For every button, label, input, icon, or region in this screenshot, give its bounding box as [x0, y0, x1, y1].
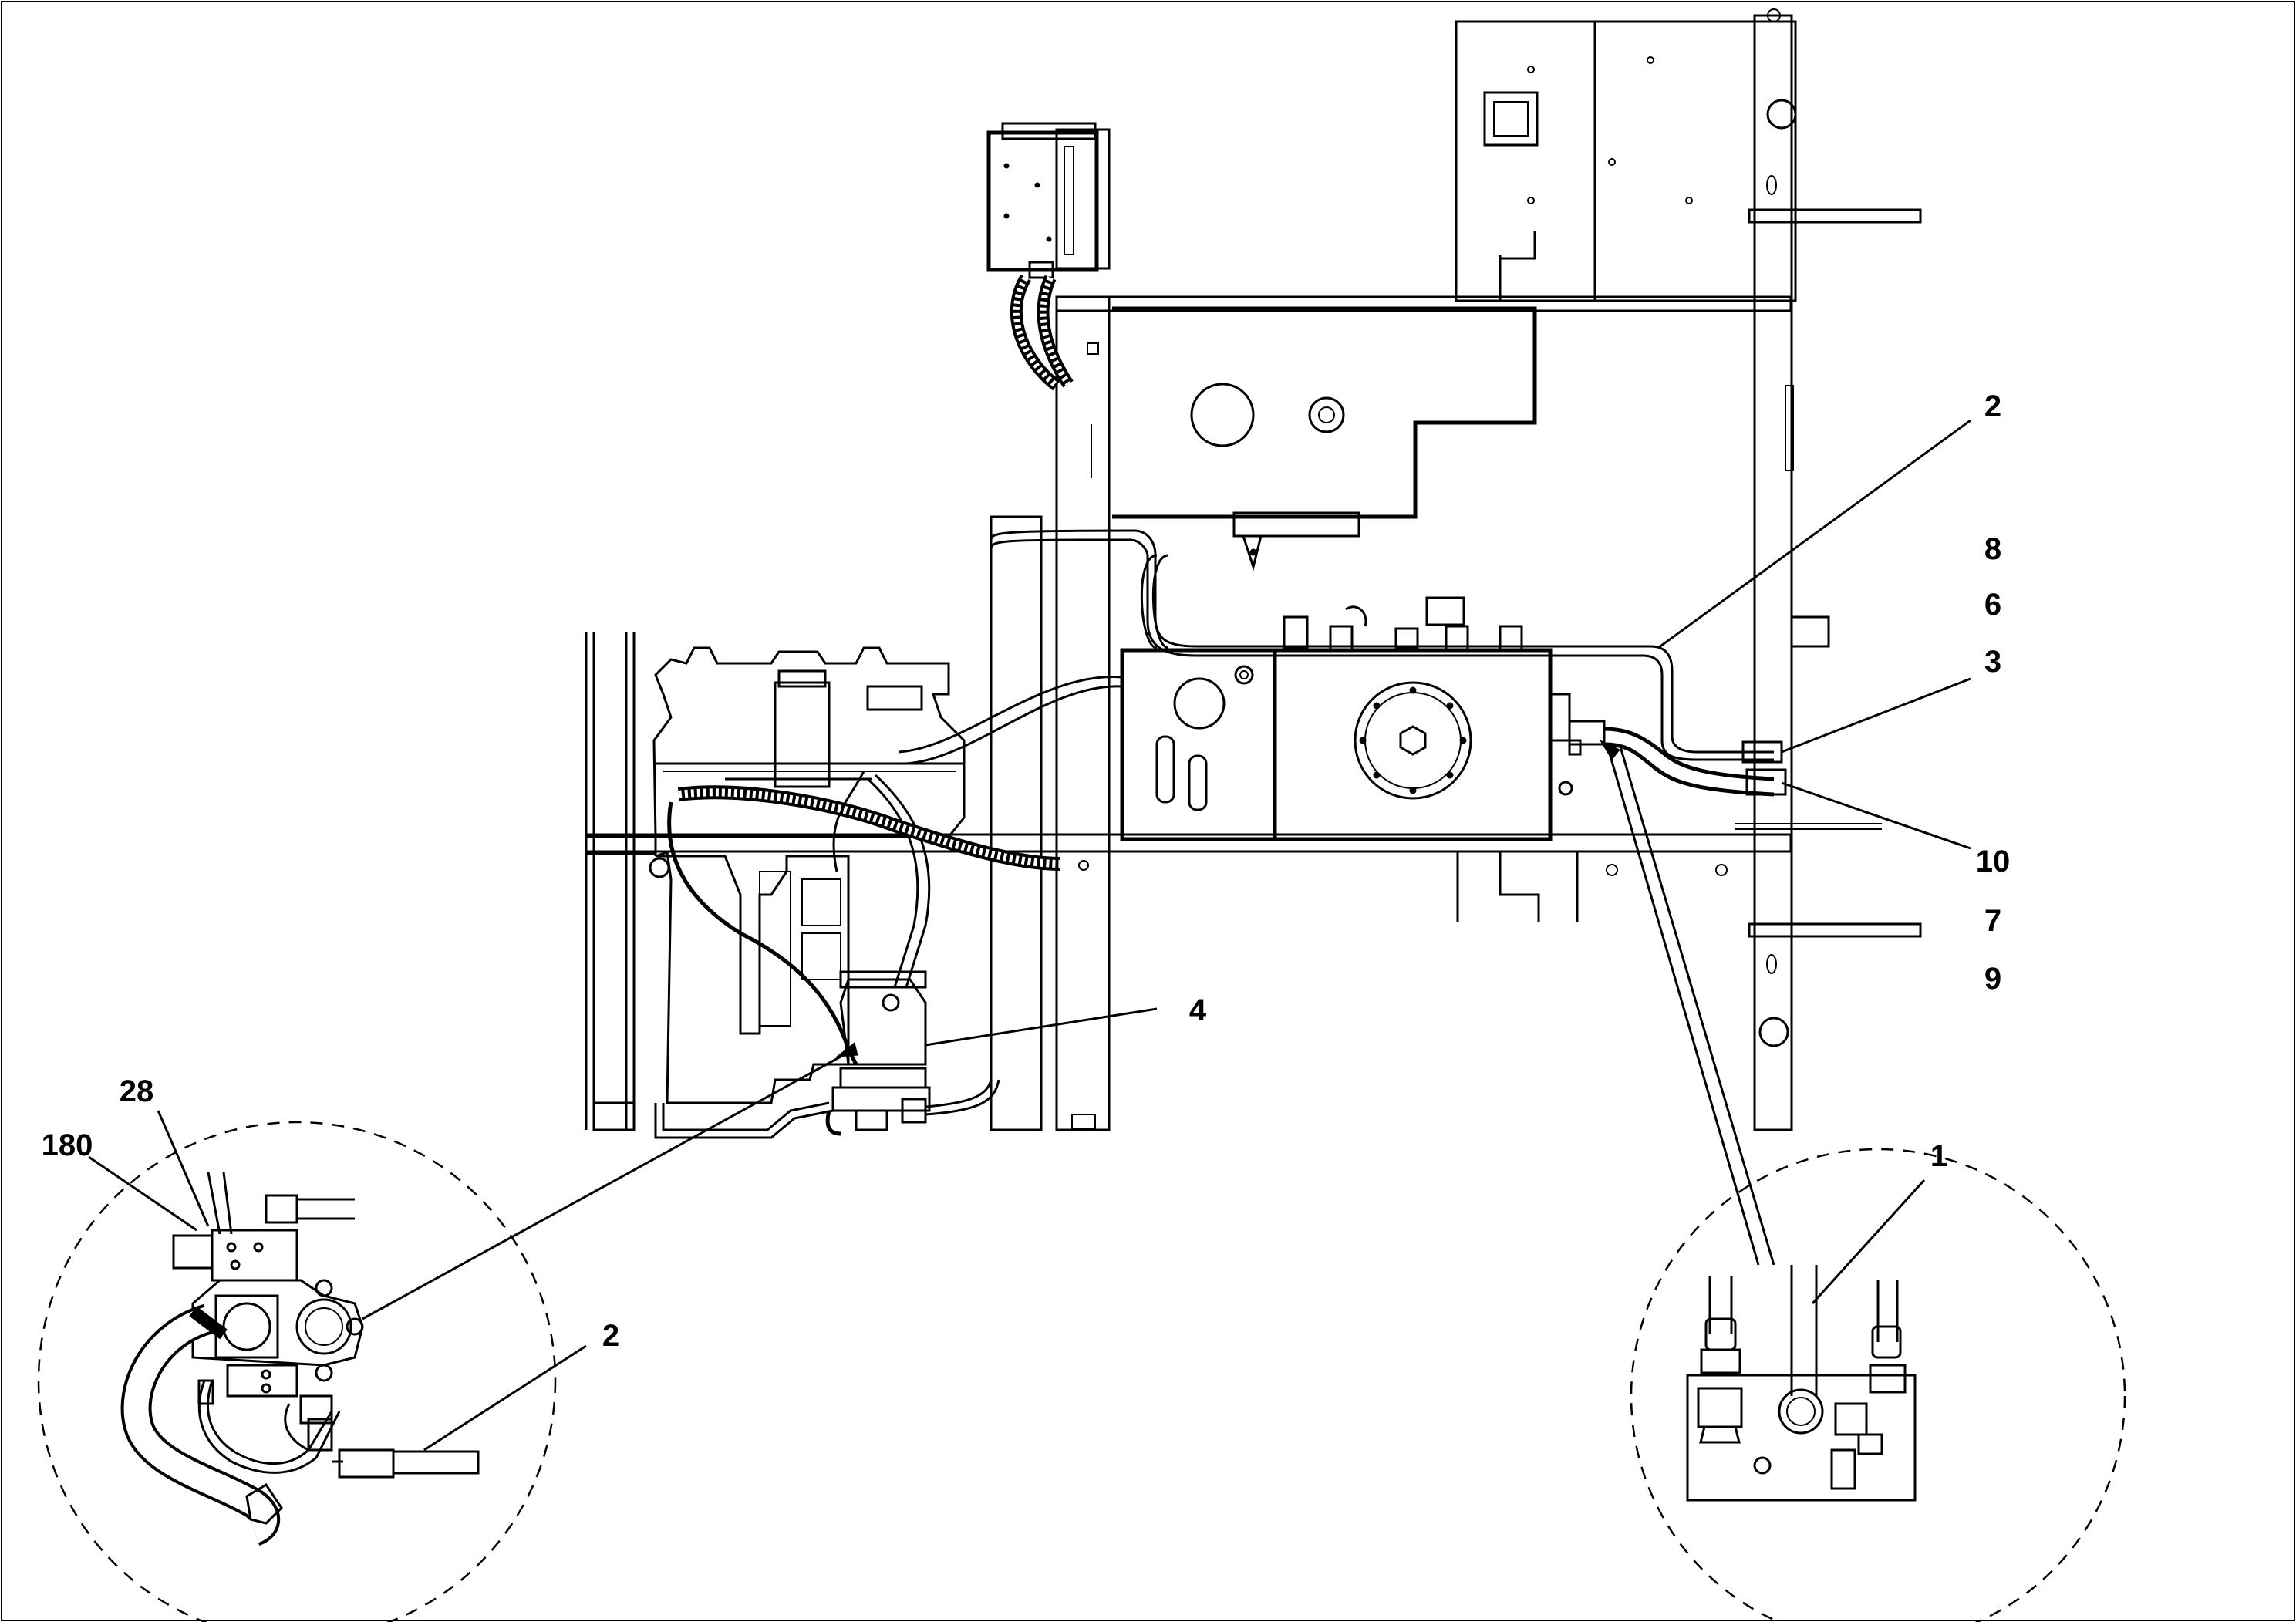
leader-2-right — [1657, 419, 1971, 649]
leader-10 — [1781, 781, 1971, 850]
callout-10: 10 — [1976, 845, 2011, 878]
hydraulic-tank — [1120, 554, 1606, 841]
fuel-tank — [1112, 306, 1537, 572]
leader-180 — [88, 1155, 197, 1232]
callout-4: 4 — [1189, 993, 1207, 1027]
tubing-lines — [898, 529, 1787, 797]
detail-view-right — [1630, 1148, 2126, 1622]
leader-28 — [157, 1110, 210, 1227]
callout-2-right: 2 — [1984, 389, 2001, 423]
callout-180: 180 — [42, 1128, 93, 1162]
detail-arrow-right — [1599, 739, 1620, 760]
electrical-box — [986, 122, 1111, 391]
callout-9: 9 — [1984, 962, 2001, 996]
callout-28: 28 — [120, 1074, 154, 1108]
engine-assembly — [585, 632, 1061, 1139]
leader-1 — [1811, 1179, 1926, 1305]
leader-4 — [925, 1007, 1158, 1047]
leader-4-arrow — [835, 1042, 858, 1057]
callout-7: 7 — [1984, 904, 2001, 938]
machine-frame — [585, 8, 1922, 1131]
callout-2-left: 2 — [602, 1319, 619, 1353]
callout-labels: 2 8 6 3 10 7 9 4 1 28 180 2 — [42, 389, 2011, 1353]
callout-8: 8 — [1984, 532, 2001, 566]
callout-1: 1 — [1930, 1139, 1947, 1173]
leader-lines — [88, 419, 1971, 1452]
leader-3 — [1781, 677, 1971, 754]
callout-3: 3 — [1984, 645, 2001, 679]
detail-view-left — [37, 1121, 557, 1622]
leader-2-left — [423, 1344, 587, 1452]
callout-6: 6 — [1984, 588, 2001, 622]
